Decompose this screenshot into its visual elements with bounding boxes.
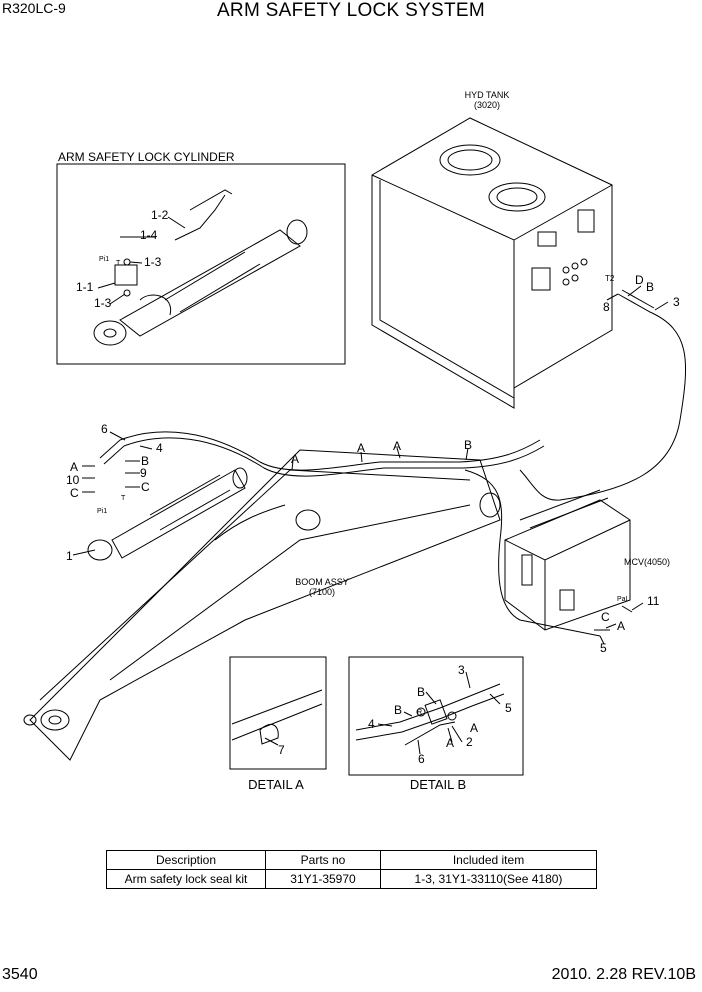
label-9: 9 [140,466,147,480]
label-db-6: 6 [418,752,425,766]
detail-b-frame [348,656,524,776]
boom-code: (7100) [309,587,335,597]
label-b-right: B [141,454,149,468]
tank-code: (3020) [474,100,500,110]
label-c-right: C [141,480,150,494]
label-boom-pi1: Pi1 [97,508,107,515]
label-mcv-c: C [601,610,610,624]
label-tank-b: B [646,280,654,294]
hyd-tank [371,117,613,409]
label-tank-3: 3 [673,295,680,309]
label-inset-t: T [116,260,121,267]
inset-title: ARM SAFETY LOCK CYLINDER [58,150,235,164]
label-db-a-left: A [446,736,454,750]
label-a-top-2: A [357,441,365,455]
label-b-top: B [464,438,472,452]
model-name: R320LC-9 [2,0,66,16]
label-1-1: 1-1 [76,280,94,294]
detail-a-clamp [231,689,323,745]
cell-description: Arm safety lock seal kit [106,869,266,889]
label-a-top-3: A [393,439,401,453]
label-inset-pi1: Pi1 [99,256,109,263]
detail-b-title: DETAIL B [410,777,466,792]
label-db-2: 2 [466,735,473,749]
label-db-a-right: A [470,721,478,735]
label-5: 5 [600,641,607,655]
inset-frame [56,163,346,365]
cell-included-item: 1-3, 31Y1-33110(See 4180) [380,869,597,889]
label-c-left: C [70,486,79,500]
label-db-b-upper: B [417,685,425,699]
label-8: 8 [603,300,610,314]
tank-name: HYD TANK [465,90,510,100]
col-included-item: Included item [380,850,597,870]
label-7: 7 [278,743,285,757]
inset-cylinder [93,189,308,346]
label-6: 6 [101,422,108,436]
label-a-top-1: A [291,452,299,466]
label-boom-t: T [121,495,126,502]
label-db-3: 3 [458,663,465,677]
label-db-4: 4 [368,717,375,731]
label-1-4: 1-4 [140,228,158,242]
label-t2: T2 [605,274,615,283]
revision-date: 2010. 2.28 REV.10B [551,966,696,983]
hose-to-mcv [464,469,601,637]
label-db-r: R [417,709,422,716]
page-title: ARM SAFETY LOCK SYSTEM [216,0,486,21]
label-tank-d: D [635,273,644,287]
detail-a-frame [229,656,327,770]
label-10: 10 [66,473,80,487]
label-1-3-lower: 1-3 [94,296,112,310]
label-1: 1 [66,549,73,563]
label-db-5: 5 [505,701,512,715]
col-description: Description [106,850,266,870]
table-row: Arm safety lock seal kit 31Y1-35970 1-3,… [106,869,597,889]
label-1-2: 1-2 [151,208,169,222]
detail-b-fittings [355,683,505,746]
label-1-3-upper: 1-3 [144,255,162,269]
mcv-valve [504,489,631,631]
cell-parts-no: 31Y1-35970 [265,869,381,889]
label-11: 11 [647,594,660,608]
label-pal: PaL [617,596,630,603]
page-number: 3540 [2,966,38,983]
col-parts-no: Parts no [265,850,381,870]
label-db-b-lower: B [394,703,402,717]
label-mcv-a: A [617,619,625,633]
mcv-name: MCV(4050) [624,557,670,567]
boom-cylinder [87,467,248,561]
hose-line-upper [99,431,541,471]
label-4: 4 [156,441,163,455]
boom-structure [23,449,501,761]
parts-table-header: Description Parts no Included item [106,850,597,870]
boom-name: BOOM ASSY [295,577,349,587]
detail-a-title: DETAIL A [248,777,304,792]
tank-return-hose [519,293,687,501]
parts-table: Description Parts no Included item Arm s… [106,850,597,889]
label-a-left: A [70,460,78,474]
